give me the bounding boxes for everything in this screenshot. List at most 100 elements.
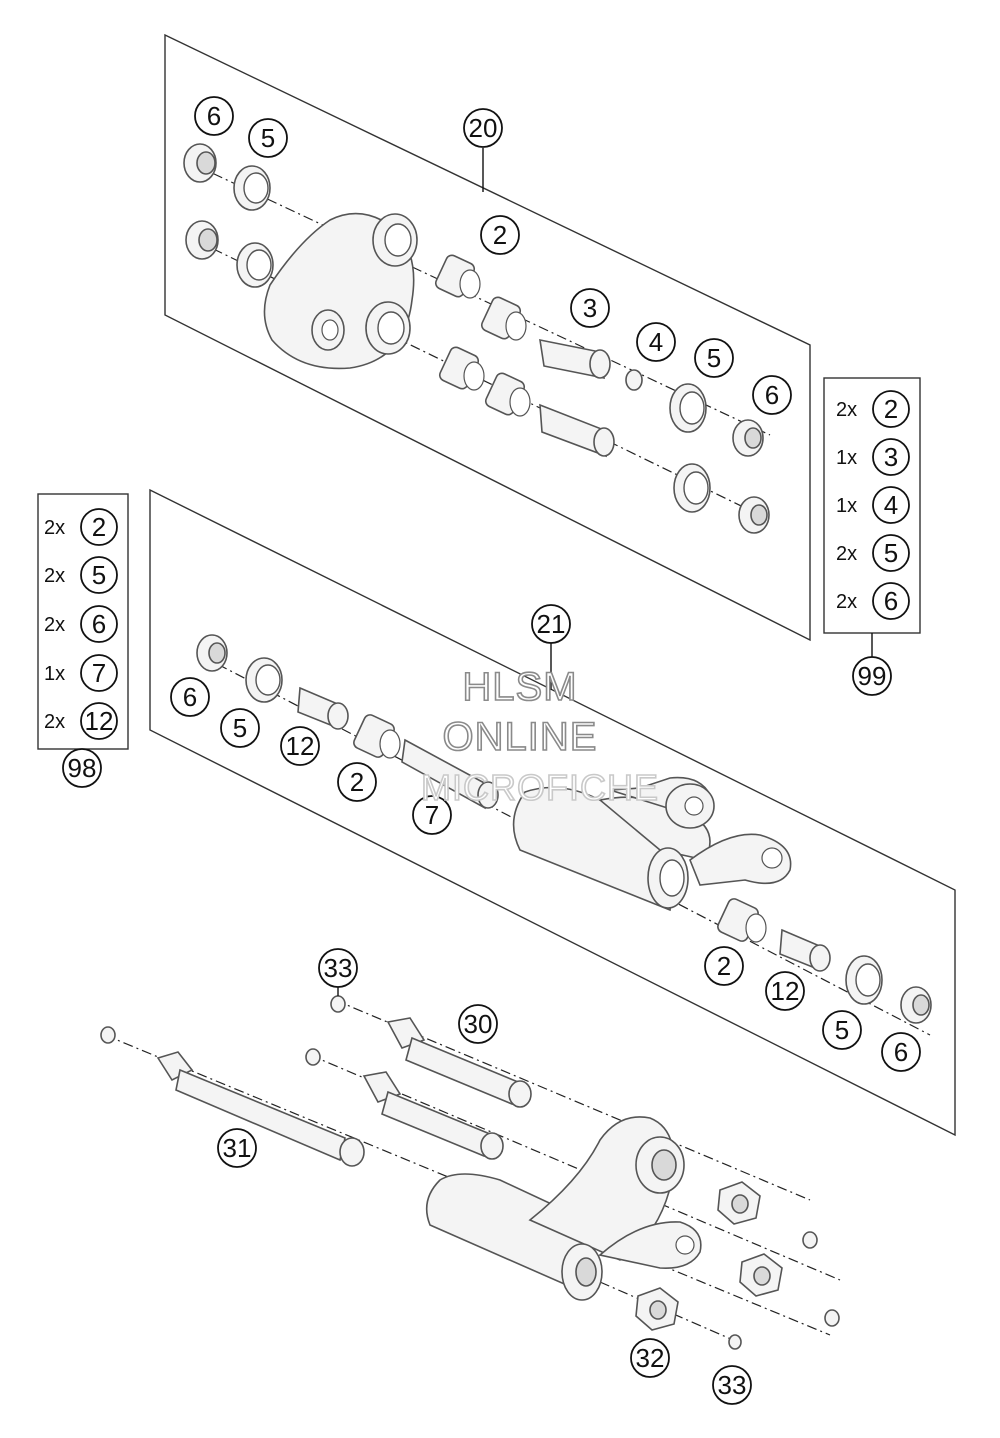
callout-7-lower[interactable]: 7 [412, 795, 452, 835]
screw-33-e [824, 1309, 840, 1327]
kit-99-row-1: 2x 2 [836, 390, 910, 428]
bearing-6-lower-left [196, 634, 228, 672]
svg-text:6: 6 [894, 1037, 908, 1067]
bearing-6-upper-b [185, 220, 219, 260]
screw-33-d [802, 1231, 818, 1249]
kit-99-row-4: 2x 5 [836, 534, 910, 572]
callout-99[interactable]: 99 [852, 656, 892, 696]
kit-99-row-5: 2x 6 [836, 582, 910, 620]
bolt-30-lower [362, 1071, 504, 1160]
svg-text:2x: 2x [44, 614, 65, 636]
screw-33-c [330, 995, 346, 1013]
svg-text:5: 5 [261, 123, 275, 153]
svg-text:ONLINE: ONLINE [443, 715, 598, 759]
callout-6-upper-right[interactable]: 6 [752, 375, 792, 415]
callout-6-lower-right[interactable]: 6 [881, 1032, 921, 1072]
kit-99-row-3: 1x 4 [836, 486, 910, 524]
seal-5-upper-a [233, 165, 271, 211]
svg-text:5: 5 [835, 1015, 849, 1045]
svg-text:3: 3 [583, 293, 597, 323]
callout-33-top[interactable]: 33 [318, 948, 358, 988]
svg-text:21: 21 [537, 609, 566, 639]
callout-2-lower-left[interactable]: 2 [337, 762, 377, 802]
kit-98-row-4: 1x 7 [44, 654, 118, 692]
callout-30[interactable]: 30 [458, 1004, 498, 1044]
bolt-31 [156, 1051, 365, 1167]
callout-12-lower-right[interactable]: 12 [765, 971, 805, 1011]
callout-6-lower-left[interactable]: 6 [170, 677, 210, 717]
bearing-6-right-b [738, 496, 770, 534]
svg-text:31: 31 [223, 1133, 252, 1163]
svg-text:2x: 2x [44, 711, 65, 733]
svg-text:1x: 1x [836, 495, 857, 517]
sleeve-12-lower-right [779, 928, 831, 972]
svg-text:6: 6 [884, 586, 898, 616]
svg-text:2x: 2x [44, 517, 65, 539]
svg-text:12: 12 [286, 731, 315, 761]
svg-text:32: 32 [636, 1343, 665, 1373]
svg-text:5: 5 [707, 343, 721, 373]
callout-32[interactable]: 32 [630, 1338, 670, 1378]
svg-text:6: 6 [765, 380, 779, 410]
callout-3-upper[interactable]: 3 [570, 288, 610, 328]
svg-text:2x: 2x [836, 591, 857, 613]
callout-12-lower-left[interactable]: 12 [280, 726, 320, 766]
seal-5-right-b [673, 463, 711, 513]
svg-text:7: 7 [425, 800, 439, 830]
screw-33-f [728, 1334, 742, 1350]
callout-5-lower-right[interactable]: 5 [822, 1010, 862, 1050]
bushing-2-upper-a [434, 254, 481, 299]
svg-text:5: 5 [92, 560, 106, 590]
callout-6-upper-left[interactable]: 6 [194, 96, 234, 136]
bolt-30-upper [386, 1017, 532, 1108]
callout-2-lower-right[interactable]: 2 [704, 946, 744, 986]
svg-text:33: 33 [718, 1370, 747, 1400]
svg-text:5: 5 [233, 713, 247, 743]
svg-text:12: 12 [85, 706, 114, 736]
sleeve-3-lower [539, 403, 615, 458]
bushing-2-upper-c [438, 346, 485, 391]
callout-20[interactable]: 20 [463, 108, 503, 148]
svg-text:4: 4 [884, 490, 898, 520]
pin-7-lower [401, 738, 499, 810]
sleeve-3-upper [539, 338, 611, 380]
kit-99-row-2: 1x 3 [836, 438, 910, 476]
callout-4-upper[interactable]: 4 [636, 322, 676, 362]
seal-5-upper-b [236, 242, 274, 288]
link-body-21 [512, 776, 792, 912]
svg-text:33: 33 [324, 953, 353, 983]
callout-5-upper-left[interactable]: 5 [248, 118, 288, 158]
bushing-2-upper-b [480, 296, 527, 341]
nut-a [717, 1181, 761, 1225]
svg-text:3: 3 [884, 442, 898, 472]
svg-text:5: 5 [884, 538, 898, 568]
callout-33-bottom[interactable]: 33 [712, 1365, 752, 1405]
seal-5-lower-right [845, 955, 883, 1005]
linkage-body-20 [263, 212, 418, 370]
svg-text:2: 2 [350, 767, 364, 797]
svg-text:4: 4 [649, 327, 663, 357]
callout-98[interactable]: 98 [62, 748, 102, 788]
svg-text:12: 12 [771, 976, 800, 1006]
bushing-2-upper-d [484, 372, 531, 417]
svg-text:30: 30 [464, 1009, 493, 1039]
callout-5-upper-right[interactable]: 5 [694, 338, 734, 378]
svg-text:6: 6 [183, 682, 197, 712]
callout-21[interactable]: 21 [531, 604, 571, 644]
seal-5-lower-left [245, 657, 283, 703]
svg-text:2: 2 [884, 394, 898, 424]
svg-text:20: 20 [469, 113, 498, 143]
svg-text:1x: 1x [836, 447, 857, 469]
svg-text:2x: 2x [44, 565, 65, 587]
callout-2-upper[interactable]: 2 [480, 215, 520, 255]
bushing-2-lower-left [353, 714, 401, 759]
nut-b [739, 1253, 783, 1297]
assembled-link [425, 1116, 702, 1301]
panel-linkage-kit-20 [164, 33, 811, 642]
kit-98-row-5: 2x 12 [44, 702, 118, 740]
svg-text:2: 2 [493, 220, 507, 250]
callout-5-lower-left[interactable]: 5 [220, 708, 260, 748]
callout-31[interactable]: 31 [217, 1128, 257, 1168]
